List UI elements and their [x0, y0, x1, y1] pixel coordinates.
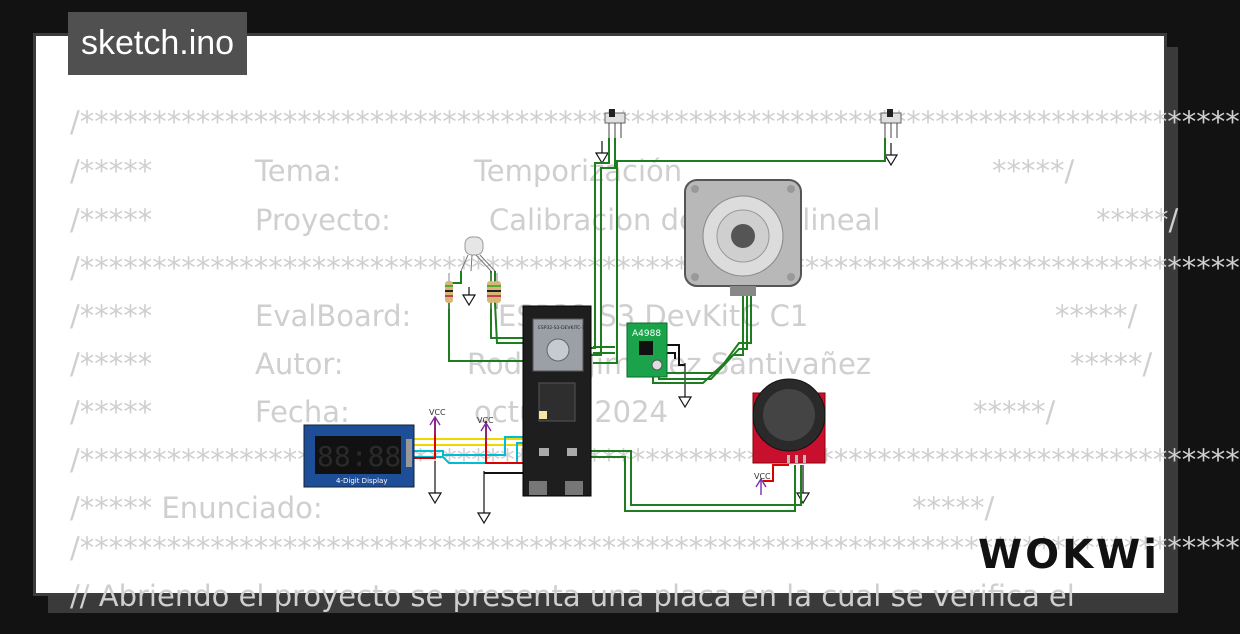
code-label: EvalBoard:	[255, 299, 412, 333]
preview-frame: /***************************************…	[33, 33, 1240, 613]
wires-colored	[413, 344, 789, 482]
vcc-label-3: VCC	[754, 472, 771, 481]
code-line-comment: // Abriendo el proyecto se presenta una …	[70, 579, 1075, 613]
code-line-enunciado: /***** Enunciado: *****/	[70, 490, 1170, 526]
code-prefix: /*****	[70, 299, 153, 333]
wires-green	[448, 138, 886, 512]
slide-switch-right[interactable]	[880, 109, 902, 138]
resistor-right[interactable]	[493, 273, 501, 309]
display-label: 4-Digit Display	[336, 477, 387, 485]
logo-text: WOKWi	[978, 532, 1160, 578]
joystick-module[interactable]	[752, 378, 826, 464]
circuit-diagram: VCC VCC VCC	[303, 109, 902, 525]
resistor-left[interactable]	[445, 273, 453, 309]
code-suffix: *****/	[912, 491, 995, 525]
code-prefix: /*****	[70, 154, 153, 188]
code-suffix: *****/	[1070, 347, 1153, 381]
code-suffix: *****/	[1096, 203, 1179, 237]
vcc-label-2: VCC	[477, 416, 494, 425]
code-prefix: /*****	[70, 395, 153, 429]
code-line-stars-3: /***************************************…	[70, 443, 1240, 477]
code-label: Proyecto:	[255, 203, 391, 237]
slide-switch-left[interactable]	[604, 109, 626, 138]
code-suffix: *****/	[973, 395, 1056, 429]
esp32-label: ESP32-S3-DEVKITC-1	[538, 325, 585, 331]
code-label: Tema:	[255, 154, 342, 188]
vcc-markers: VCC VCC VCC	[429, 408, 771, 495]
esp32-board[interactable]: ESP32-S3-DEVKITC-1	[522, 305, 592, 497]
code-label: Autor:	[255, 347, 344, 381]
code-line-stars-4: /***************************************…	[70, 531, 1240, 565]
file-tab[interactable]: sketch.ino	[68, 12, 248, 75]
ground-symbols	[427, 141, 899, 525]
code-prefix: /***** Enunciado:	[70, 491, 323, 525]
code-suffix: *****/	[1055, 299, 1138, 333]
vcc-label-1: VCC	[429, 408, 446, 417]
code-value: Temporización	[474, 154, 683, 188]
code-prefix: /*****	[70, 347, 153, 381]
tm1637-display[interactable]: 88:88 4-Digit Display	[303, 424, 415, 488]
code-suffix: *****/	[992, 154, 1075, 188]
wokwi-logo: WOKWi	[978, 528, 1157, 578]
code-prefix: /*****	[70, 203, 153, 237]
stepper-motor[interactable]	[684, 179, 802, 296]
code-line-stars-2: /***************************************…	[70, 251, 1240, 285]
display-digits: 88:88	[317, 440, 401, 473]
code-line-stars-1: /***************************************…	[70, 105, 1240, 139]
code-label: Fecha:	[255, 395, 350, 429]
code-line-tema: /***** Tema: Temporización *****/	[70, 153, 1170, 189]
rgb-led[interactable]	[460, 236, 496, 272]
driver-label: A4988	[632, 329, 661, 339]
a4988-driver[interactable]: A4988	[626, 322, 668, 378]
